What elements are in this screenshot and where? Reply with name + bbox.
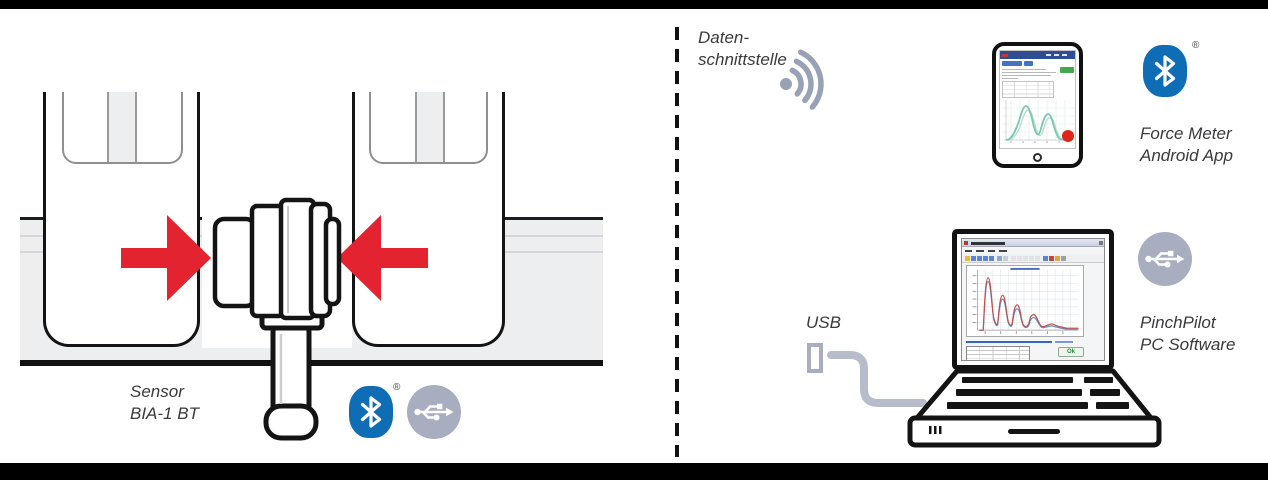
registered-mark: ® <box>1192 40 1200 51</box>
usb-icon <box>1138 232 1192 286</box>
usb-caption: USB <box>806 313 841 332</box>
pc-software-caption-line1: PinchPilot <box>1140 313 1216 332</box>
sensor-caption: Sensor BIA-1 BT <box>130 381 199 425</box>
bluetooth-icon <box>349 386 393 438</box>
sensor-illustration <box>121 197 428 441</box>
pc-results-table <box>966 346 1030 360</box>
laptop-screen: Ok <box>952 229 1114 370</box>
pc-chart-series-red <box>979 277 1079 331</box>
usb-icon <box>407 385 461 439</box>
android-app-caption: Force Meter Android App <box>1140 123 1233 167</box>
sensor-body <box>212 197 342 321</box>
pc-software-caption-line2: PC Software <box>1140 335 1236 354</box>
pc-chart <box>966 265 1084 337</box>
app-chart-series-secondary <box>1007 109 1073 141</box>
pc-window: Ok <box>961 238 1105 361</box>
record-button <box>1062 130 1074 142</box>
app-button <box>1001 61 1022 66</box>
app-results-table <box>1002 81 1054 98</box>
force-arrow-right-icon <box>337 215 428 301</box>
data-interface-caption: Daten- schnittstelle <box>698 27 787 71</box>
door-window-right-frame <box>415 92 445 162</box>
laptop-body <box>907 368 1162 448</box>
door-window-left-frame <box>107 92 137 162</box>
app-button <box>1024 61 1033 66</box>
sensor-caption-line2: BIA-1 BT <box>130 404 199 423</box>
right-scene: Daten- schnittstelle <box>640 0 1268 480</box>
home-button <box>1033 153 1042 162</box>
app-header-bar <box>1000 51 1075 59</box>
pc-toolbar <box>962 254 1104 263</box>
divider-dashed-line <box>675 27 679 457</box>
sensor-caption-line1: Sensor <box>130 382 184 401</box>
bluetooth-icon <box>1143 45 1187 97</box>
android-app-caption-line2: Android App <box>1140 146 1233 165</box>
app-chart-series-primary <box>1005 105 1071 141</box>
left-scene: Sensor BIA-1 BT ® <box>20 92 603 441</box>
registered-mark: ® <box>393 382 401 393</box>
force-arrow-left-icon <box>121 215 211 301</box>
android-app-caption-line1: Force Meter <box>1140 124 1232 143</box>
data-interface-caption-line2: schnittstelle <box>698 50 787 69</box>
ok-button: Ok <box>1058 347 1084 357</box>
pc-software-caption: PinchPilot PC Software <box>1140 312 1235 356</box>
pc-window-titlebar <box>962 239 1104 247</box>
tablet-screen <box>999 50 1076 149</box>
close-icon <box>1099 241 1103 245</box>
sensor-handle <box>259 312 325 441</box>
keyboard-rows <box>929 377 1129 434</box>
usb-cable <box>827 351 927 407</box>
bottom-frame-bar <box>0 463 1268 480</box>
usb-plug-icon <box>807 343 823 373</box>
pc-status-text <box>966 340 1052 343</box>
top-frame-bar <box>0 0 1268 9</box>
wireless-signal-icon <box>780 49 824 110</box>
app-chart <box>1002 100 1075 143</box>
data-interface-caption-line1: Daten- <box>698 28 750 47</box>
app-green-button <box>1060 67 1074 73</box>
